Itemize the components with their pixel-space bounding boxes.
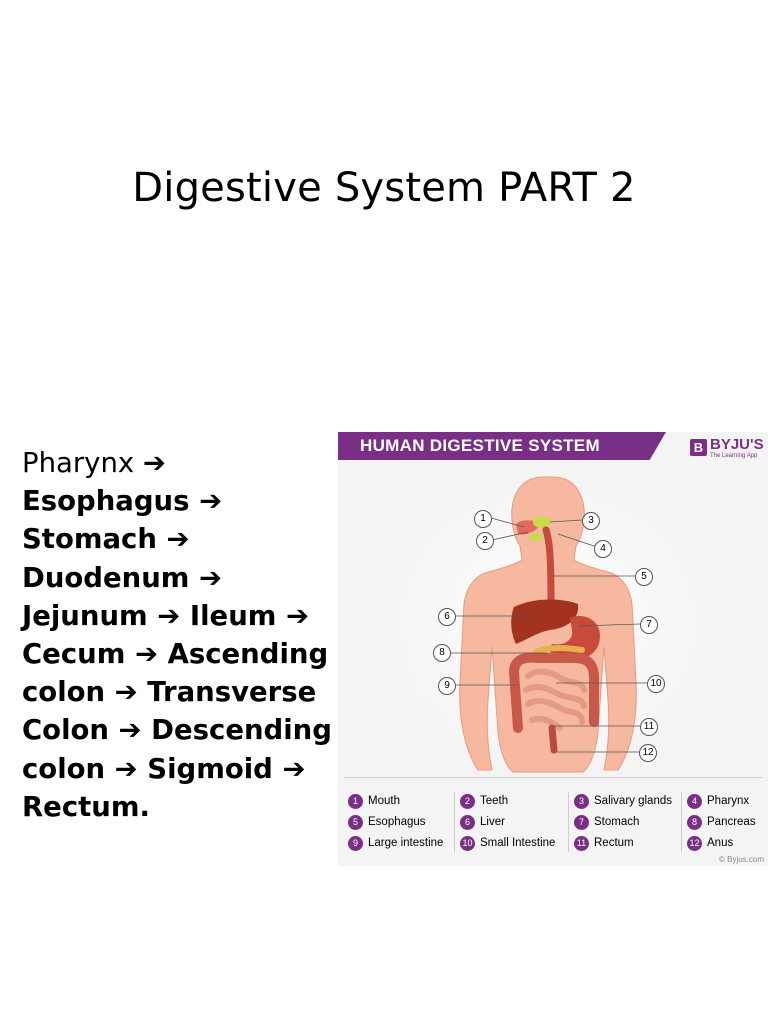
arrow-icon: ➔ [166,523,190,556]
sequence-step: colon [22,752,115,785]
sequence-step: Transverse [137,676,317,709]
digestive-sequence: Pharynx ➔ Esophagus ➔ Stomach ➔ Duodenum… [22,444,332,826]
arrow-icon: ➔ [114,752,138,785]
callout-1: 1 [474,510,492,528]
callout-3: 3 [582,512,600,530]
sequence-step: Cecum [22,638,135,671]
sequence-step: Colon [22,714,119,747]
digestive-system-diagram: HUMAN DIGESTIVE SYSTEM B BYJU'S The Lear… [338,432,768,866]
legend-divider [344,777,762,778]
sequence-step: Descending [141,714,332,747]
arrow-icon: ➔ [134,638,158,671]
callout-11: 11 [640,718,658,736]
arrow-icon: ➔ [157,599,181,632]
sequence-line: Esophagus ➔ [22,482,332,520]
arrow-icon: ➔ [114,676,138,709]
salivary-gland [529,533,543,541]
sequence-step: Stomach [22,523,167,556]
callout-4: 4 [594,540,612,558]
sequence-line: Colon ➔ Descending [22,711,332,749]
arrow-icon: ➔ [199,485,223,518]
callout-9: 9 [438,677,456,695]
callout-12: 12 [639,744,657,762]
legend-column-divider [681,792,682,852]
sequence-line: Duodenum ➔ [22,559,332,597]
legend-column-divider [454,792,455,852]
arrow-icon: ➔ [118,714,142,747]
sequence-line: colon ➔ Sigmoid ➔ [22,750,332,788]
callout-7: 7 [640,616,658,634]
pancreas [533,645,585,655]
callout-5: 5 [635,568,653,586]
rectum [548,724,558,754]
large-intestine [508,652,599,733]
diagram-header: HUMAN DIGESTIVE SYSTEM [338,432,666,460]
arrow-icon: ➔ [199,561,223,594]
salivary-gland [533,516,551,528]
liver [511,599,579,644]
arrow-icon: ➔ [142,447,166,479]
sequence-line: colon ➔ Transverse [22,673,332,711]
sequence-line: Rectum. [22,788,332,826]
copyright-credit: © Byjus.com [718,855,764,864]
sequence-step: Duodenum [22,561,200,594]
callout-6: 6 [438,608,456,626]
sequence-line: Jejunum ➔ Ileum ➔ [22,597,332,635]
sequence-line: Stomach ➔ [22,520,332,558]
sequence-step: Ascending [158,638,329,671]
diagram-title: HUMAN DIGESTIVE SYSTEM [360,436,600,455]
sequence-step: Ileum [180,599,287,632]
sequence-line: Pharynx ➔ [22,444,332,482]
sequence-step: Jejunum [22,599,158,632]
sequence-step: Pharynx [22,447,143,479]
callout-10: 10 [647,675,665,693]
brand-tagline: The Learning App [710,453,758,459]
brand-name: BYJU'S [710,436,764,453]
arrow-icon: ➔ [286,599,310,632]
brand-mark: B [690,439,707,456]
legend-column-divider [568,792,569,852]
sequence-step: Esophagus [22,485,200,518]
sequence-step: colon [22,676,115,709]
sequence-step: Rectum. [22,790,150,823]
callout-2: 2 [476,532,494,550]
sequence-step: Sigmoid [137,752,283,785]
slide-title: Digestive System PART 2 [132,165,636,211]
arrow-icon: ➔ [282,752,306,785]
callout-8: 8 [433,644,451,662]
body-illustration [378,472,718,773]
sequence-line: Cecum ➔ Ascending [22,635,332,673]
callouts [450,517,647,753]
small-intestine [523,668,587,731]
